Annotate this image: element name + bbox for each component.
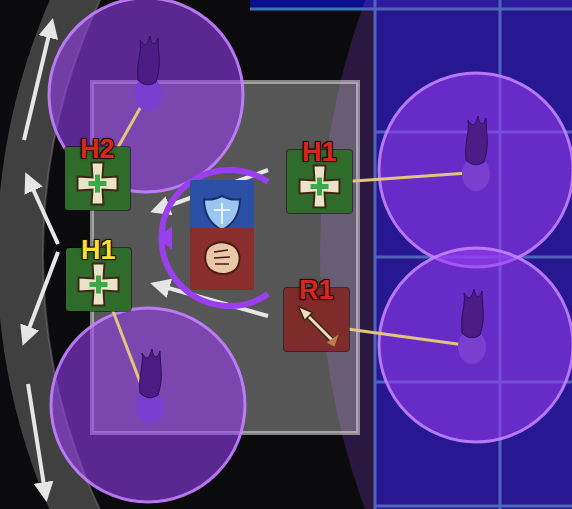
- creature-icons: [134, 36, 490, 424]
- melee-tile: [190, 228, 254, 290]
- role-marker: R1: [284, 288, 349, 351]
- role-marker: H1: [66, 248, 131, 311]
- purple-circles: [49, 0, 572, 502]
- rotation-arc: [158, 170, 268, 306]
- role-label: H2: [80, 136, 115, 163]
- arena-edge: [20, 0, 572, 509]
- tether-lines: [108, 94, 472, 408]
- role-marker: H2: [65, 147, 130, 210]
- role-label: H1: [81, 237, 116, 264]
- role-label: H1: [302, 139, 337, 166]
- role-label: R1: [299, 277, 334, 304]
- movement-arrows: [24, 22, 268, 498]
- role-marker: H1: [287, 150, 352, 213]
